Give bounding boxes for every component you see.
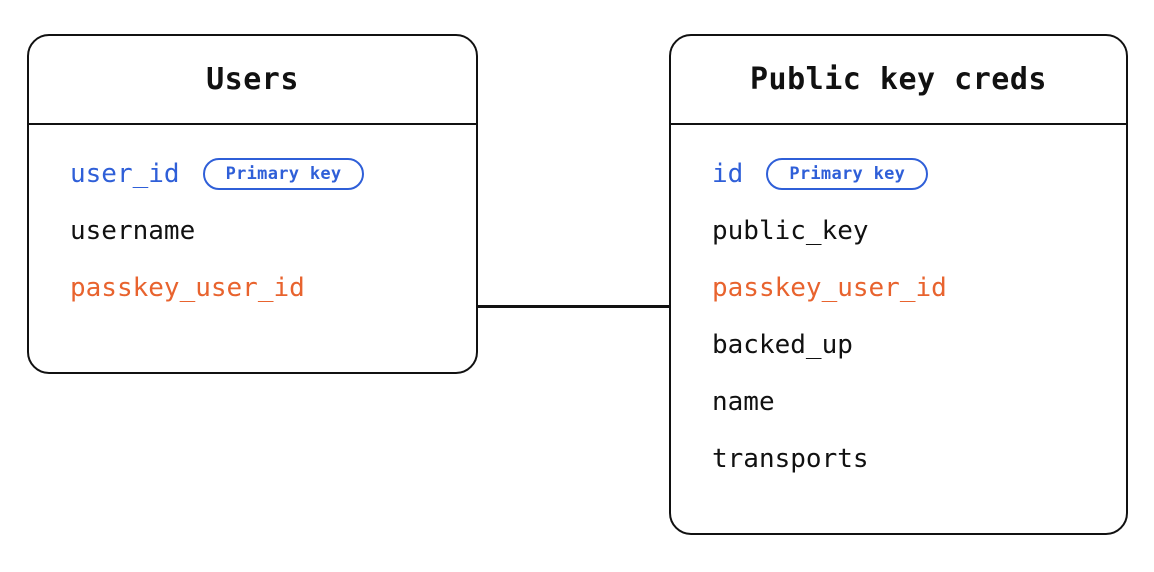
field-name: id [712, 159, 744, 189]
entity-header-users: Users [29, 36, 476, 125]
entity-title: Public key creds [750, 62, 1047, 97]
primary-key-badge-label: Primary key [225, 164, 342, 184]
entity-field-row[interactable]: id Primary key [671, 158, 1126, 190]
entity-field-row[interactable]: public_key [671, 216, 1126, 246]
field-name: user_id [70, 159, 180, 189]
entity-field-row[interactable]: backed_up [671, 330, 1126, 360]
entity-field-row[interactable]: passkey_user_id [29, 273, 476, 303]
entity-field-row[interactable]: passkey_user_id [671, 273, 1126, 303]
field-name: backed_up [712, 330, 853, 360]
entity-field-row[interactable]: name [671, 387, 1126, 417]
field-name: username [70, 216, 196, 246]
entity-header-public_key_creds: Public key creds [671, 36, 1126, 125]
entity-table-users[interactable]: Users user_id Primary key username passkey_u… [27, 34, 478, 374]
primary-key-badge-label: Primary key [789, 164, 906, 184]
field-name: public_key [712, 216, 869, 246]
field-name: passkey_user_id [70, 273, 305, 303]
field-name: transports [712, 444, 869, 474]
entity-field-row[interactable]: transports [671, 444, 1126, 474]
field-name: passkey_user_id [712, 273, 947, 303]
primary-key-badge: Primary key [202, 158, 365, 190]
field-name: name [712, 387, 775, 417]
entity-field-list-users: user_id Primary key username passkey_user_i… [29, 125, 476, 303]
entity-field-row[interactable]: username [29, 216, 476, 246]
entity-title: Users [206, 62, 299, 97]
relationship-connector [476, 305, 671, 308]
entity-field-row[interactable]: user_id Primary key [29, 158, 476, 190]
primary-key-badge: Primary key [766, 158, 929, 190]
